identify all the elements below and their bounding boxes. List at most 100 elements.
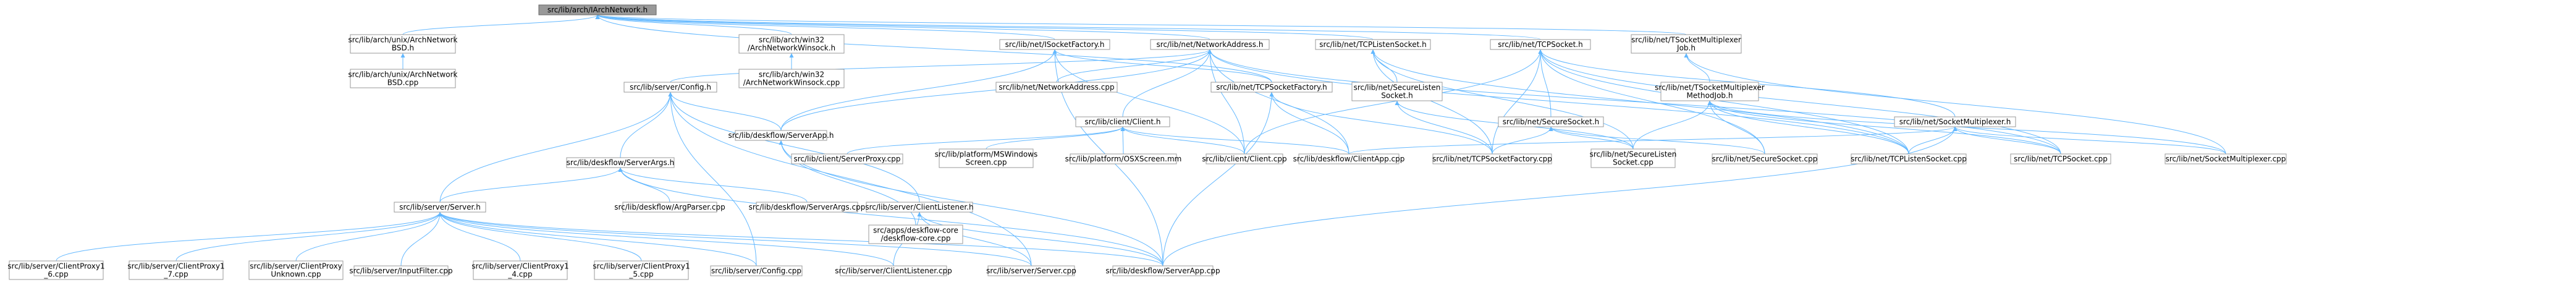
node-box	[129, 260, 224, 280]
edge-n18-n32	[618, 167, 670, 203]
edge-n16-n28	[1707, 100, 1909, 155]
node-box	[1075, 116, 1170, 127]
file-node[interactable]: src/lib/deskflow/ServerApp.h	[728, 130, 834, 141]
node-label: src/lib/net/NetworkAddress.h	[1157, 40, 1264, 49]
edge-n9-n16	[1684, 53, 1710, 83]
file-node[interactable]: src/lib/server/Server.h	[394, 202, 486, 213]
edge-n31-n41	[437, 211, 642, 262]
node-label: src/lib/client/Client.h	[1084, 117, 1160, 126]
file-node[interactable]: src/lib/net/TCPListenSocket.cpp	[1851, 153, 1967, 164]
edge-n31-n40	[437, 211, 521, 262]
node-label: src/lib/deskflow/ArgParser.cpp	[614, 203, 725, 211]
file-node[interactable]: src/lib/server/InputFilter.cpp	[349, 265, 453, 276]
node-box	[1590, 148, 1676, 168]
edge-n31-n44	[437, 211, 1032, 267]
file-node[interactable]: src/lib/server/Config.cpp	[710, 265, 803, 276]
file-node[interactable]: src/lib/server/Server.cpp	[986, 265, 1076, 276]
node-box	[1490, 39, 1591, 50]
edge-n12-n24	[1120, 126, 1349, 155]
file-node[interactable]: src/lib/client/Client.h	[1075, 116, 1170, 127]
file-node[interactable]: src/lib/server/ClientProxy1_5.cpp	[593, 260, 690, 280]
node-label: src/lib/server/Config.cpp	[711, 267, 801, 275]
node-box	[2164, 153, 2287, 164]
file-node[interactable]: src/lib/client/Client.cpp	[1202, 153, 1287, 164]
file-node[interactable]: src/lib/server/ClientProxy1_6.cpp	[7, 260, 105, 280]
file-node[interactable]: src/lib/server/ClientListener.h	[865, 202, 974, 213]
node-label: /ArchNetworkWinsock.cpp	[743, 79, 840, 87]
edge-n10-n31	[439, 92, 673, 203]
edge-n31-n39	[400, 211, 442, 267]
node-box	[1315, 39, 1431, 50]
node-label: Screen.cpp	[966, 158, 1007, 167]
node-box	[1498, 116, 1604, 127]
file-node[interactable]: src/lib/net/TCPSocketFactory.cpp	[1432, 153, 1552, 164]
file-node[interactable]: src/lib/net/TCPSocket.h	[1490, 39, 1591, 50]
edge-n12-n23	[1120, 126, 1245, 155]
node-box	[995, 82, 1118, 93]
file-node[interactable]: src/lib/server/Config.h	[623, 82, 717, 93]
edge-n16-n29	[1707, 100, 2061, 155]
node-label: src/lib/arch/unix/ArchNetwork	[348, 36, 457, 45]
file-node[interactable]: src/lib/client/ServerProxy.cpp	[791, 153, 903, 164]
node-label: src/lib/platform/MSWindows	[935, 150, 1037, 159]
node-box	[623, 82, 717, 93]
node-box	[1631, 34, 1742, 54]
file-node[interactable]: src/lib/net/ISocketFactory.h	[999, 39, 1110, 50]
file-node[interactable]: src/lib/server/ClientProxy1_7.cpp	[127, 260, 225, 280]
file-node[interactable]: src/lib/net/TCPListenSocket.h	[1315, 39, 1431, 50]
file-node[interactable]: src/lib/net/TSocketMultiplexerMethodJob.…	[1655, 82, 1765, 101]
edge-n0-n9	[596, 14, 1687, 35]
node-box	[2010, 153, 2111, 164]
file-node[interactable]: src/lib/deskflow/ArgParser.cpp	[614, 202, 725, 213]
file-node[interactable]: src/lib/net/NetworkAddress.h	[1150, 39, 1270, 50]
edge-n16-n30	[1707, 100, 2226, 155]
file-node[interactable]: src/lib/server/ClientProxy1_4.cpp	[471, 260, 569, 280]
file-node[interactable]: src/lib/net/SocketMultiplexer.h	[1894, 116, 2016, 127]
edge-n5-n19	[780, 49, 1057, 131]
edge-n0-n3	[595, 14, 792, 35]
edge-n8-n29	[1538, 49, 2061, 155]
file-node[interactable]: src/lib/deskflow/ServerArgs.h	[566, 157, 675, 168]
file-node[interactable]: src/lib/net/SecureSocket.cpp	[1712, 153, 1818, 164]
node-label: src/lib/net/TCPSocket.cpp	[2014, 155, 2108, 163]
file-node[interactable]: src/lib/server/ClientListener.cpp	[835, 265, 952, 276]
file-node[interactable]: src/lib/net/TCPSocket.cpp	[2010, 153, 2111, 164]
node-label: src/lib/platform/OSXScreen.mm	[1065, 155, 1182, 163]
edge-n6-n29	[1207, 49, 2061, 155]
edge-n5-n23	[1052, 49, 1245, 155]
edge-n0-n5	[595, 14, 1055, 40]
edge-n7-n26	[1370, 49, 1634, 150]
edge-n10-n42	[668, 92, 757, 267]
node-box	[1150, 39, 1270, 50]
node-box	[735, 130, 827, 141]
edge-n6-n23	[1207, 49, 1245, 155]
node-label: _4.cpp	[507, 270, 532, 279]
edge-n18-n31	[439, 167, 623, 203]
file-node[interactable]: src/lib/net/NetworkAddress.cpp	[995, 82, 1118, 93]
file-node[interactable]: src/lib/platform/OSXScreen.mm	[1065, 153, 1182, 164]
file-node[interactable]: src/lib/arch/win32/ArchNetworkWinsock.h	[738, 34, 845, 54]
file-node[interactable]: src/lib/arch/win32/ArchNetworkWinsock.cp…	[738, 69, 845, 88]
edge-n16-n27	[1707, 100, 1765, 155]
node-box	[9, 260, 104, 280]
file-node[interactable]: src/lib/net/SocketMultiplexer.cpp	[2164, 153, 2287, 164]
node-label: src/lib/server/ClientProxy1	[593, 262, 690, 271]
file-node[interactable]: src/lib/net/SecureSocket.h	[1498, 116, 1604, 127]
node-label: src/lib/net/NetworkAddress.cpp	[999, 83, 1114, 92]
edge-n6-n19	[780, 49, 1212, 131]
file-node[interactable]: src/apps/deskflow-core/deskflow-core.cpp	[868, 224, 963, 244]
file-node[interactable]: src/lib/net/TCPSocketFactory.h	[1210, 82, 1333, 93]
node-label: src/lib/server/InputFilter.cpp	[349, 267, 452, 275]
file-node[interactable]: src/lib/deskflow/ClientApp.cpp	[1293, 153, 1405, 164]
file-node[interactable]: src/lib/deskflow/ServerArgs.cpp	[749, 202, 866, 213]
file-node[interactable]: src/lib/deskflow/ServerApp.cpp	[1105, 265, 1220, 276]
root-node[interactable]: src/lib/arch/IArchNetwork.h	[538, 4, 657, 15]
node-label: Unknown.cpp	[271, 270, 321, 279]
